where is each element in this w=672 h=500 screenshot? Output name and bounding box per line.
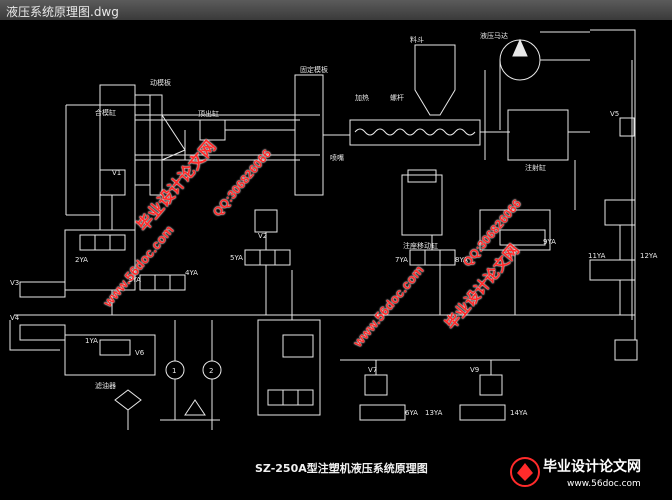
label-fixed-plate: 固定模板 bbox=[300, 65, 328, 74]
drawing-canvas[interactable]: 合模缸 动模板 固定模板 顶出缸 料斗 螺杆 加热 喷嘴 注射缸 注座移动缸 液… bbox=[0, 20, 672, 495]
label-heater: 加热 bbox=[355, 93, 369, 102]
valve-v7 bbox=[365, 375, 387, 395]
logo-cn-text: 毕业设计论文网 bbox=[543, 458, 641, 475]
label-v6: V6 bbox=[135, 349, 145, 357]
dir-valve-13ya bbox=[460, 405, 505, 420]
dir-valve-1 bbox=[80, 235, 125, 250]
window-title: 液压系统原理图.dwg bbox=[6, 3, 119, 20]
right-main-line bbox=[590, 30, 635, 340]
label-move-cyl: 注座移动缸 bbox=[403, 241, 438, 250]
label-v7: V7 bbox=[368, 366, 377, 374]
relief-1-inner bbox=[100, 340, 130, 355]
label-ejector: 顶出缸 bbox=[198, 109, 219, 118]
valve-v2 bbox=[255, 210, 277, 232]
carriage-cylinder bbox=[402, 175, 442, 235]
hopper bbox=[415, 45, 455, 115]
hydraulic-schematic: 合模缸 动模板 固定模板 顶出缸 料斗 螺杆 加热 喷嘴 注射缸 注座移动缸 液… bbox=[0, 20, 672, 495]
label-4ya: 4YA bbox=[185, 269, 198, 277]
filter-symbol bbox=[115, 390, 141, 410]
label-9ya: 9YA bbox=[543, 238, 556, 246]
label-nozzle: 喷嘴 bbox=[330, 153, 344, 162]
relief-right bbox=[615, 340, 637, 360]
valve-block-right bbox=[605, 200, 635, 225]
label-v2: V2 bbox=[258, 232, 267, 240]
mold-plate-fixed bbox=[295, 75, 323, 195]
label-hopper: 料斗 bbox=[410, 35, 424, 44]
dir-valve-left-2 bbox=[20, 325, 65, 340]
logo-url-text: www.56doc.com bbox=[567, 479, 641, 489]
center-prop-valve bbox=[258, 320, 320, 415]
label-clamp-cyl: 合模缸 bbox=[95, 108, 116, 117]
label-filter: 滤油器 bbox=[95, 381, 116, 390]
label-2ya: 2YA bbox=[75, 256, 88, 264]
label-v4: V4 bbox=[10, 314, 20, 322]
label-12ya: 12YA bbox=[640, 252, 658, 260]
dir-valve-11ya bbox=[590, 260, 635, 280]
drawing-title: SZ-250A型注塑机液压系统原理图 bbox=[255, 461, 428, 475]
dir-valve-5ya bbox=[245, 250, 290, 265]
footer-logo: 毕业设计论文网 www.56doc.com bbox=[507, 453, 662, 491]
label-motor: 液压马达 bbox=[480, 31, 508, 40]
mold-plate-moving bbox=[150, 95, 162, 195]
label-1ya: 1YA bbox=[85, 337, 98, 345]
label-6ya: 6YA bbox=[405, 409, 418, 417]
label-inject-cyl: 注射缸 bbox=[525, 163, 546, 172]
label-v9: V9 bbox=[470, 366, 479, 374]
window-titlebar: 液压系统原理图.dwg bbox=[0, 0, 672, 21]
dir-valve-6ya bbox=[360, 405, 405, 420]
clamp-cylinder bbox=[100, 85, 135, 230]
label-moving-plate: 动模板 bbox=[150, 78, 171, 87]
screw-coils bbox=[355, 129, 475, 135]
label-11ya: 11YA bbox=[588, 252, 606, 260]
valve-v9 bbox=[480, 375, 502, 395]
label-pump1: 1 bbox=[172, 367, 176, 375]
label-14ya: 14YA bbox=[510, 409, 528, 417]
label-v3: V3 bbox=[10, 279, 19, 287]
label-v1: V1 bbox=[112, 169, 121, 177]
label-13ya: 13YA bbox=[425, 409, 443, 417]
dir-valve-left bbox=[20, 282, 65, 297]
label-v5: V5 bbox=[610, 110, 619, 118]
label-5ya: 5YA bbox=[230, 254, 243, 262]
label-7ya: 7YA bbox=[395, 256, 408, 264]
tank-symbol bbox=[185, 400, 205, 415]
label-pump2: 2 bbox=[209, 367, 213, 375]
injection-cylinder bbox=[508, 110, 568, 160]
dir-valve-2 bbox=[140, 275, 185, 290]
label-screw: 螺杆 bbox=[390, 93, 404, 102]
